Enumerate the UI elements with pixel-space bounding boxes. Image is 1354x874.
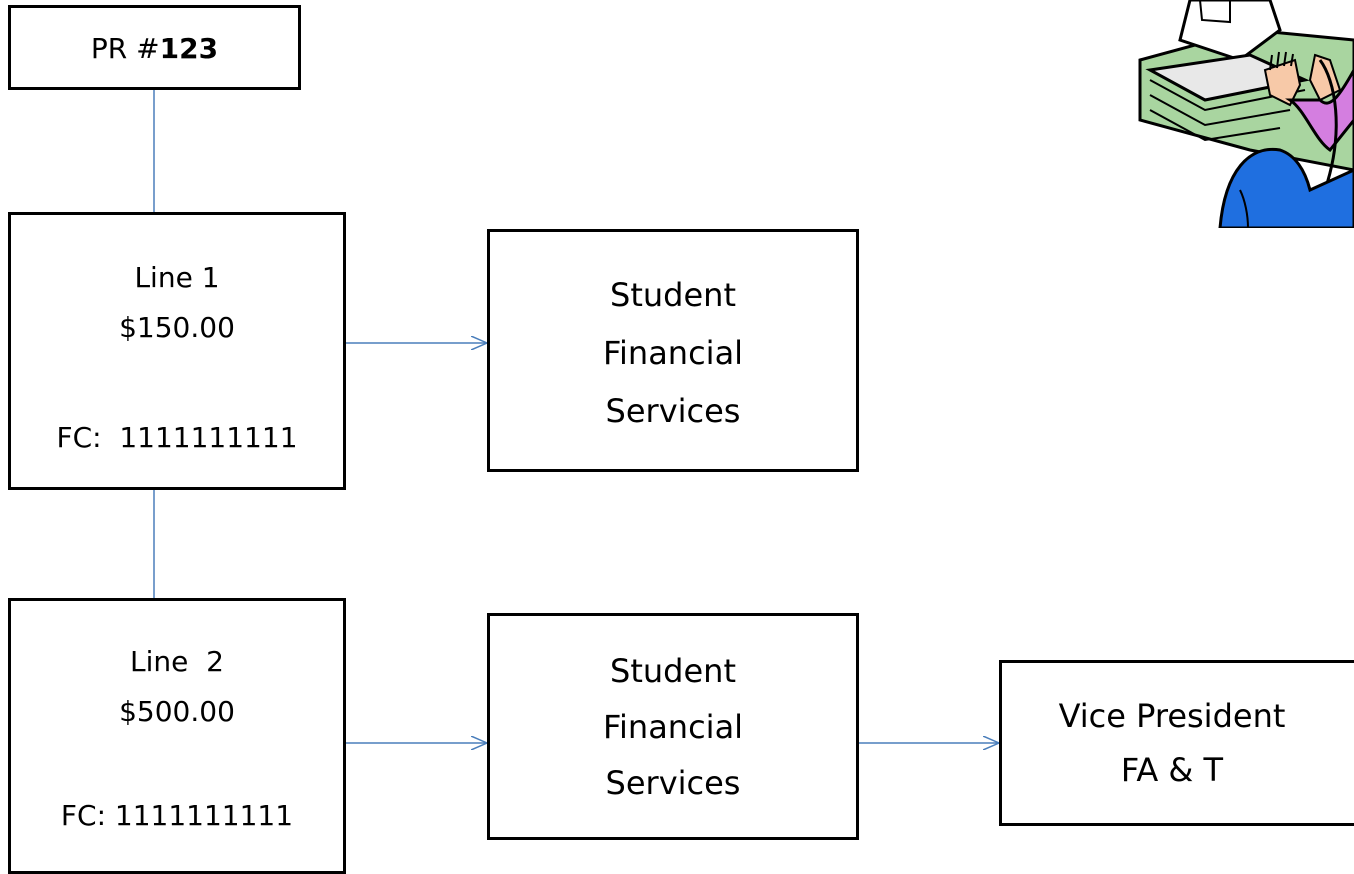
sfs-bottom-line2: Financial — [602, 708, 744, 746]
line2-fc: FC: 1111111111 — [60, 799, 294, 832]
sfs-bottom-line3: Services — [605, 764, 741, 802]
vp-line2: FA & T — [1120, 751, 1224, 789]
sfs-box-bottom: Student Financial Services — [487, 613, 859, 840]
line1-fc: FC: 1111111111 — [56, 421, 298, 454]
sfs-box-top: Student Financial Services — [487, 229, 859, 472]
vp-box: Vice President FA & T — [999, 660, 1354, 826]
line2-amount: $500.00 — [119, 695, 235, 728]
sfs-bottom-line1: Student — [610, 652, 736, 690]
line2-label: Line 2 — [130, 645, 224, 678]
sfs-top-line3: Services — [605, 392, 741, 430]
pr-number: 123 — [159, 32, 219, 65]
line1-amount: $150.00 — [119, 311, 235, 344]
sfs-top-line2: Financial — [602, 334, 744, 372]
sfs-top-line1: Student — [610, 276, 736, 314]
pr-prefix: PR # — [90, 32, 160, 65]
pr-box: PR #123 — [8, 5, 301, 90]
pr-label: PR #123 — [11, 32, 298, 65]
line1-label: Line 1 — [134, 261, 220, 294]
person-at-computer-icon — [1138, 0, 1354, 228]
line2-box: Line 2 $500.00 FC: 1111111111 — [8, 598, 346, 874]
line1-box: Line 1 $150.00 FC: 1111111111 — [8, 212, 346, 490]
vp-line1: Vice President — [1058, 697, 1286, 735]
